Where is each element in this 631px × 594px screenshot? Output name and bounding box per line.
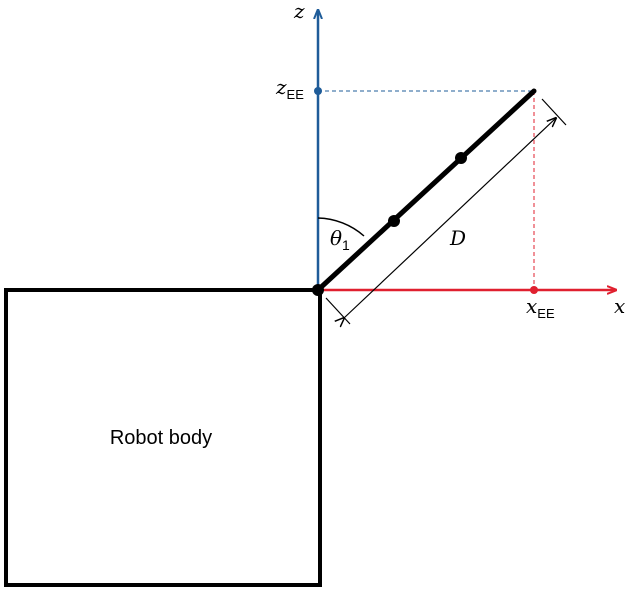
theta-sub: 1 [342,237,350,253]
x-axis-label: x [614,294,625,318]
distance-label: D [449,226,466,250]
z-ee-label: zEE [275,75,304,102]
base-joint [312,284,324,296]
x-ee-label: xEE [526,294,555,321]
x-ee-main: x [526,294,537,318]
theta-label: θ1 [330,226,350,253]
theta-main: θ [330,226,342,250]
x-ee-point [530,286,538,294]
z-ee-sub: EE [287,87,305,102]
z-axis-label: z [293,0,305,23]
dim-line-d [344,118,556,318]
robot-body-label: Robot body [110,427,212,449]
z-ee-main: z [275,75,287,99]
robot-body-box [4,288,322,587]
robot-link [315,88,537,293]
dim-tick-end [541,98,567,126]
link-joint-2 [455,152,467,164]
z-ee-point [314,87,322,95]
x-ee-sub: EE [537,306,555,321]
dim-tick-start [325,297,351,325]
link-joint-1 [388,215,400,227]
